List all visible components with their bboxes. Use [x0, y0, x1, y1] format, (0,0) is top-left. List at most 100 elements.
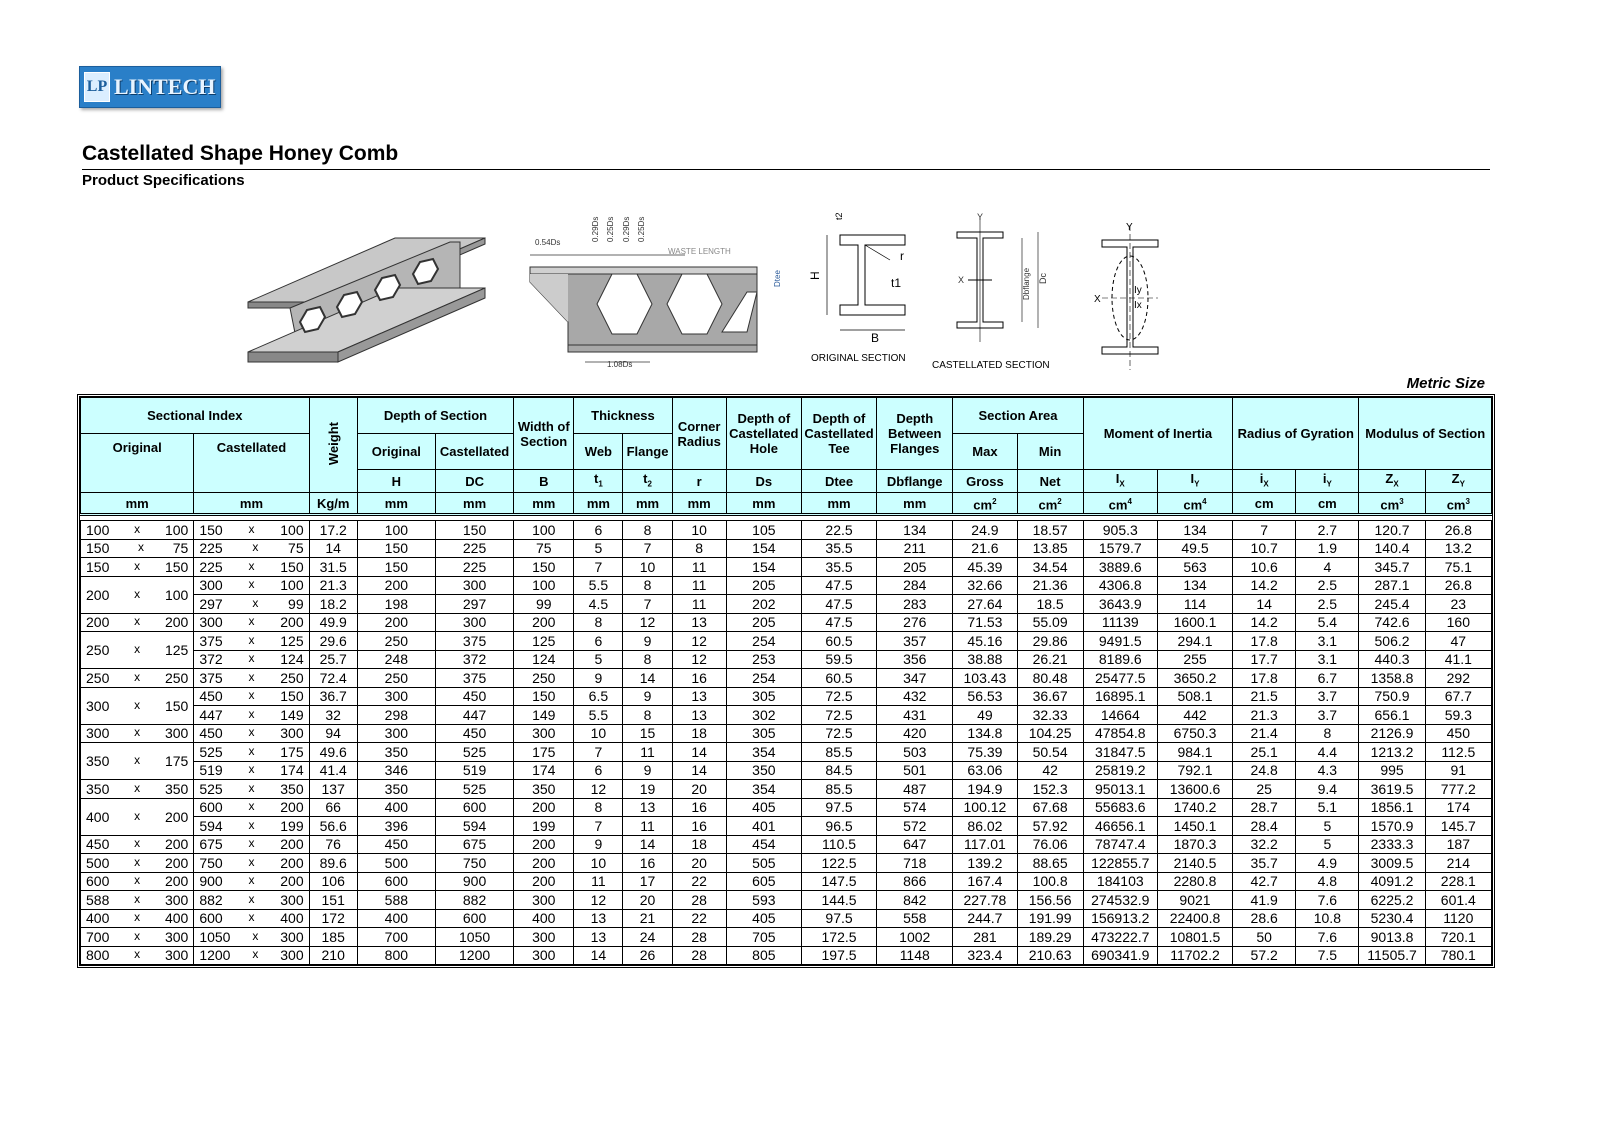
dimension-value: 200	[164, 854, 189, 871]
table-cell: 2.7	[1295, 520, 1360, 540]
table-cell: 19	[622, 779, 673, 799]
table-cell: 47.5	[800, 594, 878, 614]
dimension-value: 149	[280, 706, 304, 723]
times-sign: x	[252, 928, 259, 943]
table-cell: 89.6	[308, 853, 358, 873]
table-cell: 405	[725, 797, 802, 817]
table-cell: 574	[876, 797, 954, 817]
table-cell: 283	[876, 594, 954, 614]
table-cell: 63.06	[952, 760, 1018, 780]
table-cell: 198	[356, 594, 436, 614]
table-cell: 16	[671, 668, 727, 688]
dimension-value: 525	[199, 743, 223, 760]
table-cell: 205	[725, 612, 802, 632]
table-cell: 172	[308, 908, 358, 928]
b-label: B	[871, 331, 879, 345]
header-weight: Weight	[308, 397, 358, 493]
dimension-value: 350	[280, 780, 304, 797]
dim-label: 0.29Ds	[622, 217, 631, 242]
table-cell: 5	[1295, 816, 1360, 836]
table-cell: 25.1	[1232, 742, 1297, 762]
table-cell: 1050	[434, 927, 515, 947]
table-cell: 300	[513, 723, 575, 743]
header-corner-radius: Corner Radius	[671, 397, 727, 470]
table-cell: 184103	[1082, 871, 1158, 891]
dimension-value: 1200	[199, 947, 231, 964]
table-cell: 305	[725, 686, 802, 706]
table-cell: 3619.5	[1358, 779, 1426, 799]
header-unit: mm	[193, 492, 310, 515]
dimension-value: 300	[86, 725, 110, 742]
dimension-value: 450	[86, 836, 110, 853]
t2-label: t2	[834, 212, 844, 220]
times-sign: x	[248, 836, 255, 851]
table-cell: 210.63	[1016, 945, 1084, 965]
table-cell: 4.3	[1295, 760, 1360, 780]
times-sign: x	[248, 873, 255, 888]
header-min: Min	[1016, 433, 1084, 470]
dimension-value: 700	[86, 928, 110, 945]
dimension-value: 100	[164, 521, 189, 538]
table-cell: 13.2	[1424, 538, 1493, 558]
table-cell: 13	[671, 686, 727, 706]
table-cell: 25.7	[308, 649, 358, 669]
table-cell: 100.12	[952, 797, 1018, 817]
table-cell: 656.1	[1358, 705, 1426, 725]
table-cell: 372	[434, 649, 515, 669]
dimension-value: 400	[86, 910, 110, 927]
times-sign: x	[134, 614, 141, 629]
table-cell: 17.8	[1232, 631, 1297, 651]
table-cell: 14	[308, 538, 358, 558]
dimension-value: 200	[280, 614, 304, 631]
table-cell: 17	[622, 871, 673, 891]
table-cell: 705	[725, 927, 802, 947]
table-cell: 139.2	[952, 853, 1018, 873]
dimension-value: 250	[164, 669, 189, 686]
table-cell: 20	[671, 853, 727, 873]
table-cell: 503	[876, 742, 954, 762]
table-cell: 501	[876, 760, 954, 780]
original-section-caption: ORIGINAL SECTION	[811, 353, 906, 364]
table-cell: 356	[876, 649, 954, 669]
times-sign: x	[134, 891, 141, 906]
table-cell: 506.2	[1358, 631, 1426, 651]
table-cell: 122.5	[800, 853, 878, 873]
table-cell: 28	[671, 927, 727, 947]
times-sign: x	[248, 651, 255, 666]
table-cell: 47854.8	[1082, 723, 1158, 743]
times-sign: x	[134, 586, 141, 601]
table-cell: 5.1	[1295, 797, 1360, 817]
table-cell: 454	[725, 834, 802, 854]
table-cell: 100	[513, 575, 575, 595]
table-cell: 18.57	[1016, 520, 1084, 540]
times-sign: x	[134, 854, 141, 869]
header-unit: mm	[356, 492, 436, 515]
table-cell: 13	[671, 705, 727, 725]
x-axis-label: X	[1094, 294, 1101, 305]
table-cell: 150	[356, 557, 436, 577]
table-cell: 140.4	[1358, 538, 1426, 558]
table-cell: 4306.8	[1082, 575, 1158, 595]
table-cell: 675	[434, 834, 515, 854]
table-cell: 20	[671, 779, 727, 799]
header-unit: cm4	[1082, 492, 1158, 515]
header-moment: Moment of Inertia	[1082, 397, 1234, 470]
header-max: Max	[952, 433, 1018, 470]
header-depth-tee: Depth of Castellated Tee	[800, 397, 878, 470]
table-cell: 5	[1295, 834, 1360, 854]
table-cell: 154	[725, 538, 802, 558]
table-cell: 21.3	[308, 575, 358, 595]
table-cell: 298	[356, 705, 436, 725]
table-cell: 16	[671, 816, 727, 836]
table-cell: 750.9	[1358, 686, 1426, 706]
beam-3d-illustration	[247, 237, 486, 363]
dimension-value: 150	[86, 540, 110, 557]
